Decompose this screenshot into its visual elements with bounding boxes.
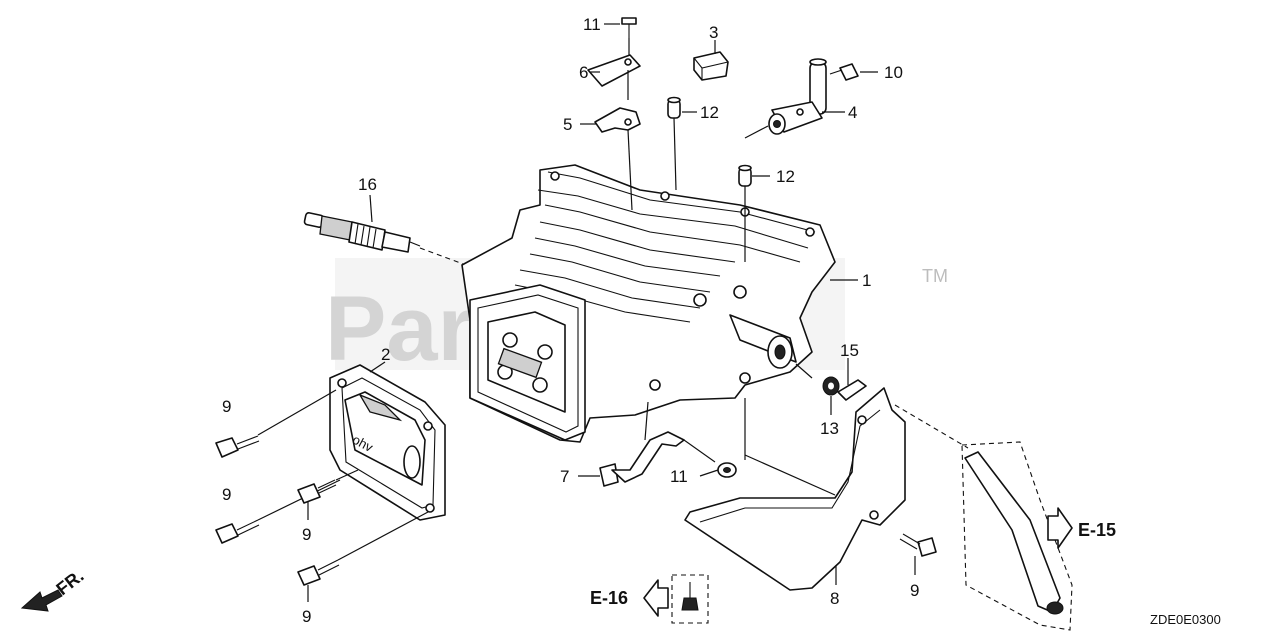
ref-e15[interactable]: E-15 — [1078, 520, 1116, 540]
callout-1[interactable]: 1 — [862, 271, 871, 290]
dowel-pin-12a[interactable] — [667, 96, 681, 119]
dowel-pin-12b[interactable] — [738, 164, 752, 187]
part-3-block[interactable] — [693, 51, 729, 81]
pipe-7[interactable] — [599, 431, 716, 487]
callout-9-e[interactable]: 9 — [910, 581, 919, 600]
callout-10[interactable]: 10 — [884, 63, 903, 82]
callout-7[interactable]: 7 — [560, 467, 569, 486]
callout-3[interactable]: 3 — [709, 23, 718, 42]
front-direction-arrow: FR. — [20, 566, 88, 612]
callout-9-b[interactable]: 9 — [222, 485, 231, 504]
washer-11[interactable] — [717, 462, 737, 478]
spark-plug[interactable] — [303, 212, 421, 253]
plate-6[interactable] — [587, 54, 641, 87]
callout-5[interactable]: 5 — [563, 115, 572, 134]
guard-8[interactable] — [684, 387, 906, 591]
breather-pipe-4[interactable] — [768, 58, 827, 135]
watermark-trademark: TM — [922, 266, 948, 286]
screw-14[interactable] — [621, 17, 637, 38]
callout-16[interactable]: 16 — [358, 175, 377, 194]
diagram-code: ZDE0E0300 — [1150, 612, 1221, 627]
callout-14[interactable]: 11 — [583, 15, 601, 34]
ref-e16[interactable]: E-16 — [590, 588, 628, 608]
callout-4[interactable]: 4 — [848, 103, 857, 122]
bolt-9b[interactable] — [215, 519, 260, 544]
hose-e15 — [961, 441, 1073, 631]
clip-15[interactable] — [837, 379, 867, 401]
bolt-9d[interactable] — [297, 559, 340, 586]
arrow-e16[interactable] — [643, 579, 669, 617]
callout-11[interactable]: 11 — [670, 467, 688, 486]
callout-12-upper[interactable]: 12 — [700, 103, 719, 122]
callout-8[interactable]: 8 — [830, 589, 839, 608]
bolt-9c[interactable] — [297, 479, 337, 504]
callout-9-d[interactable]: 9 — [302, 607, 311, 626]
bolt-10[interactable] — [829, 63, 859, 81]
callouts: 11 3 6 5 12 12 4 10 1 16 2 9 9 9 9 9 7 1… — [222, 15, 919, 626]
callout-15[interactable]: 15 — [840, 341, 859, 360]
e16-group — [671, 574, 709, 624]
nut-13[interactable] — [822, 376, 840, 396]
clip-5[interactable] — [594, 107, 641, 133]
callout-6[interactable]: 6 — [579, 63, 588, 82]
callout-2[interactable]: 2 — [381, 345, 390, 364]
bolt-9a[interactable] — [215, 435, 260, 458]
arrow-e15[interactable] — [1047, 507, 1073, 549]
head-cover[interactable]: ohv — [329, 364, 446, 521]
cylinder-block[interactable] — [461, 164, 836, 443]
callout-12-lower[interactable]: 12 — [776, 167, 795, 186]
bolt-9e[interactable] — [899, 533, 937, 557]
callout-9-a[interactable]: 9 — [222, 397, 231, 416]
leader-lines — [307, 23, 916, 602]
callout-9-c[interactable]: 9 — [302, 525, 311, 544]
callout-13[interactable]: 13 — [820, 419, 839, 438]
